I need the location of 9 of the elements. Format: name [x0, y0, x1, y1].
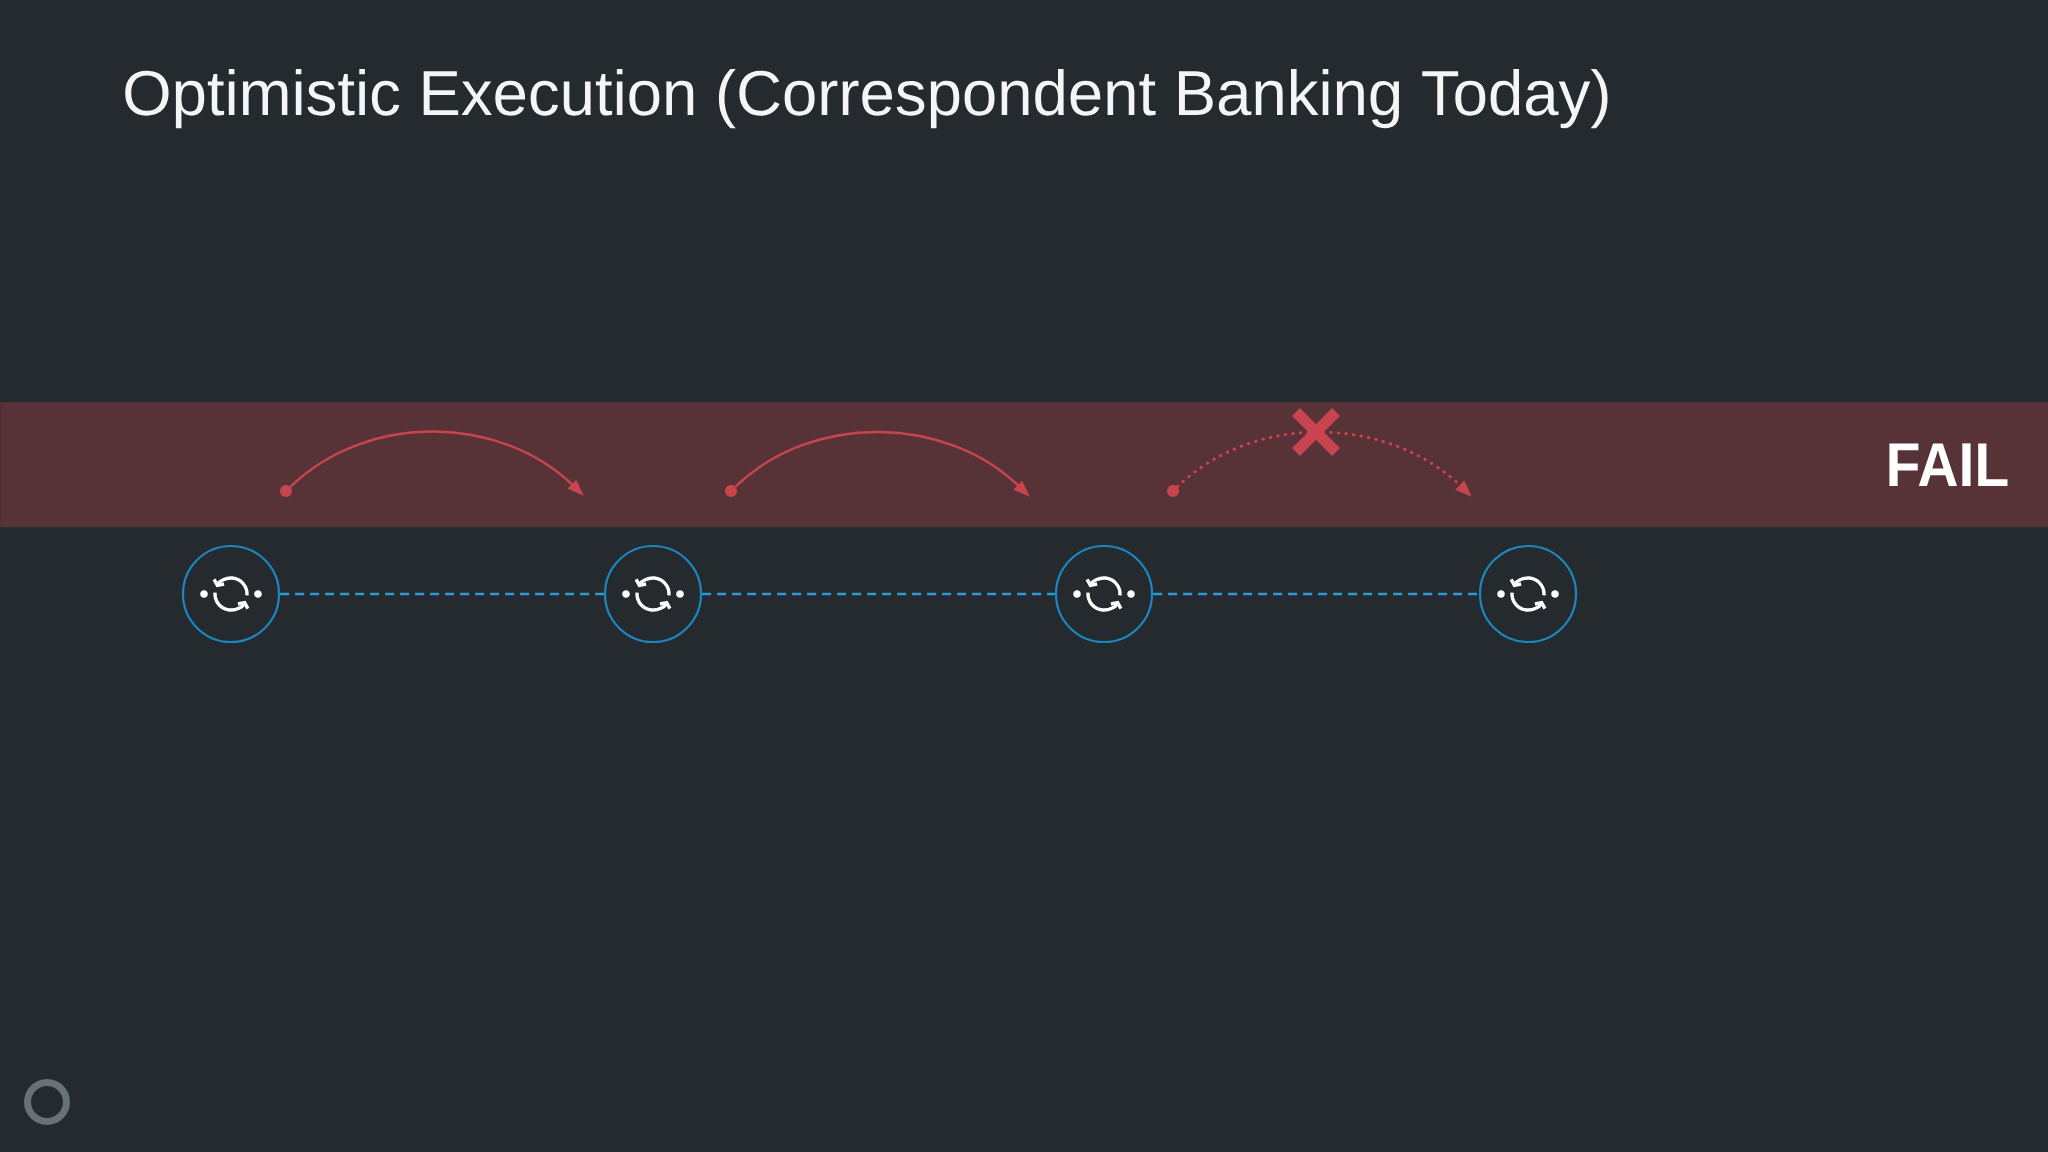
connector-line [1153, 592, 1479, 596]
connector-line [280, 592, 604, 596]
title: Optimistic Execution (Correspondent Banking Today) [125, 69, 1608, 129]
node-circle [1054, 544, 1154, 644]
node-circle [181, 544, 281, 644]
status-band: FAIL [0, 402, 2048, 528]
node-circle [603, 544, 703, 644]
connector-line [702, 592, 1055, 596]
node-circle [1478, 544, 1578, 644]
